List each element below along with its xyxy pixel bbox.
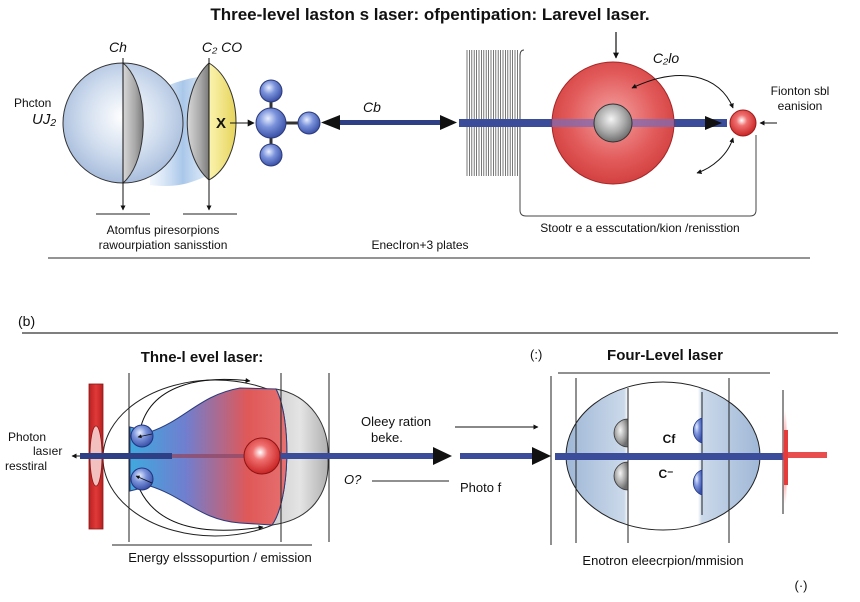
caption-right: Stootr e a esscutation/kion /renisstion <box>540 221 739 235</box>
blue-half-atom-top <box>692 417 703 444</box>
cb-arrow-left <box>321 115 340 130</box>
four-level-title: Four-Level laser <box>607 347 723 364</box>
middle-beam <box>460 453 538 459</box>
oleey-label-line2: beke. <box>371 430 403 445</box>
middle-arrow-head-2 <box>532 447 551 465</box>
curved-arrow-upper <box>631 75 734 109</box>
excited-atom <box>243 437 281 475</box>
label-c2co: C₂ CO <box>202 39 242 55</box>
electron-plates <box>466 50 518 176</box>
fionton-label-line2: eanision <box>778 99 823 113</box>
middle-arrow-head-1 <box>433 447 452 465</box>
label-c2lo: C₂lo <box>653 50 680 66</box>
left-grey-lens <box>122 61 144 185</box>
fionton-label-line1: Fionton sbl <box>771 84 830 98</box>
three-level-beam-center <box>172 454 262 458</box>
four-level-caption: Enotron eleecrpion/mmision <box>582 553 743 568</box>
three-level-beam-left <box>80 453 172 459</box>
photon-label-line1: Photon <box>8 430 46 444</box>
o-label: O? <box>344 472 362 487</box>
photo-f-label: Photo f <box>460 480 502 495</box>
right-grey-lens <box>186 61 210 182</box>
emitted-photon <box>729 109 757 137</box>
panel-a: Ch C₂ CO Phcton UJ₂ X Cb <box>14 32 830 259</box>
three-level-caption: Energy elsssopurtion / emission <box>128 550 312 565</box>
oleey-label-line1: Oleey ration <box>361 414 431 429</box>
three-level-bottom-arrow <box>139 489 264 531</box>
cb-arrow-right <box>440 115 457 130</box>
photon-label-line2: lasıer <box>33 444 62 458</box>
beam-arrow-head <box>705 116 722 130</box>
panel-b-label: (b) <box>18 313 35 329</box>
caption-middle: EnecIron+3 plates <box>371 238 468 252</box>
grey-half-atom-top <box>613 418 629 448</box>
molecule-atom-right <box>297 111 321 135</box>
label-cb: Cb <box>363 99 381 115</box>
molecule-atom-top <box>259 79 283 103</box>
panel-b: (b) Thne-l evel laser: Photon <box>5 313 838 593</box>
photon-label-line3: resstiral <box>5 459 47 473</box>
grey-half-atom-bottom <box>613 461 629 491</box>
label-c-minus: C⁻ <box>659 467 674 481</box>
output-red-mirror <box>784 430 788 485</box>
three-level-beam-right <box>280 453 440 459</box>
molecule-atom-bottom <box>259 143 283 167</box>
nucleus <box>593 103 633 143</box>
output-red-beam <box>783 452 827 458</box>
four-level-beam <box>555 453 785 460</box>
label-cf: Cf <box>663 432 677 446</box>
molecule <box>255 79 321 167</box>
photon-symbol: UJ₂ <box>32 111 56 128</box>
right-yellow-lens <box>208 62 237 181</box>
three-level-top-arrow <box>139 377 251 431</box>
diagram-title: Three-level laston s laser: ofpentipatio… <box>210 5 649 24</box>
photon-label: Phcton <box>14 96 51 110</box>
caption-left-line2: rawourpiation sanisstion <box>99 238 228 252</box>
caption-left-line1: Atomfus piresorpions <box>107 223 220 237</box>
curved-arrow-lower <box>696 137 735 174</box>
bracket-box <box>519 49 757 217</box>
label-ch: Ch <box>109 39 127 55</box>
dot-label: (·) <box>795 578 808 593</box>
molecule-atom-center <box>255 107 287 139</box>
cb-beam <box>330 120 450 125</box>
three-level-title: Thne-l evel laser: <box>141 349 264 366</box>
blue-half-atom-bottom <box>692 469 703 496</box>
x-label: X <box>216 115 226 132</box>
colon-label: (:) <box>530 347 542 362</box>
